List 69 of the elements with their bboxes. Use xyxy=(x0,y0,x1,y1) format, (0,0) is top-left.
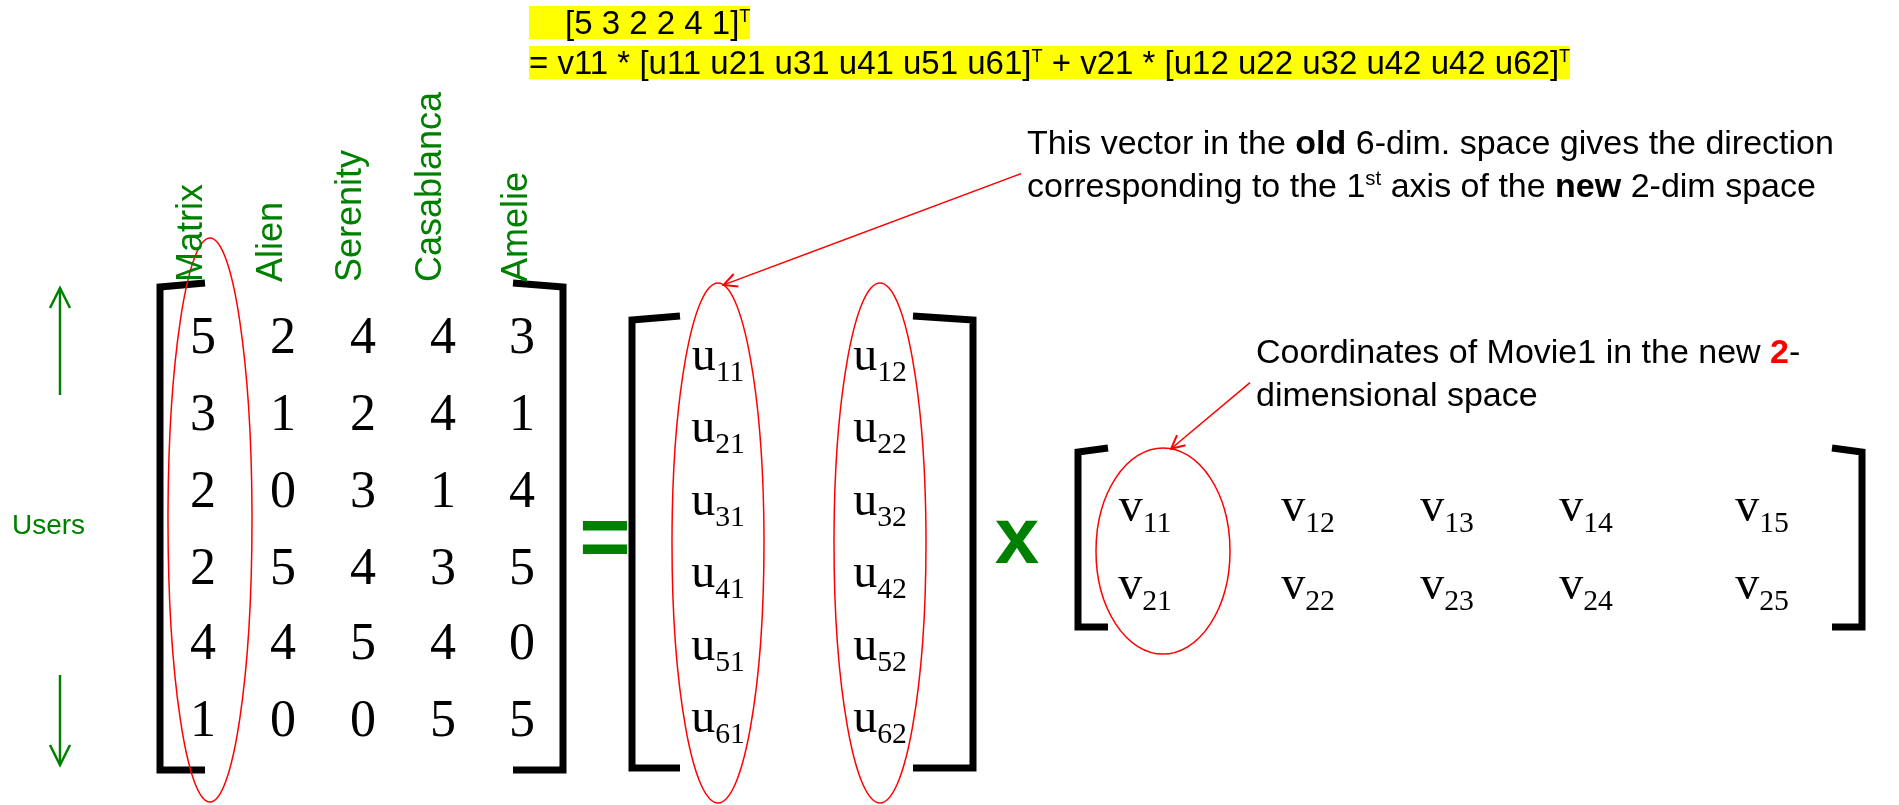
matrix-entry: 4 xyxy=(430,616,456,668)
equation-text: [5 3 2 2 4 1]$^{T}$ xyxy=(529,6,751,39)
matrix-entry: 1 xyxy=(509,387,535,439)
matrix-entry: 3 xyxy=(509,310,535,362)
matrix-entry: 0 xyxy=(509,616,535,668)
highlight-ellipse xyxy=(1095,447,1231,655)
matrix-entry: 4 xyxy=(430,387,456,439)
matrix-entry: 0 xyxy=(270,693,296,745)
matrix-entry: u$_{12}$ xyxy=(853,330,907,386)
matrix-entry: 3 xyxy=(430,541,456,593)
highlight-ellipse xyxy=(833,282,927,804)
matrix-entry: 4 xyxy=(430,310,456,362)
equals-sign: = xyxy=(579,491,631,580)
matrix-entry: 5 xyxy=(350,616,376,668)
matrix-entry: 4 xyxy=(270,616,296,668)
matrix-entry: 2 xyxy=(190,464,216,516)
matrix-entry: v$_{25}$ xyxy=(1735,559,1789,615)
matrix-entry: v$_{24}$ xyxy=(1559,559,1613,615)
equation-text: = v11 * [u11 u21 u31 u41 u51 u61]$^{T}$ + v21 * [u12 u22 u32 u42 u42 u62]$^{T}$ xyxy=(529,46,1571,79)
matrix-entry: 5 xyxy=(190,310,216,362)
multiply-sign: x xyxy=(994,496,1040,576)
matrix-entry: u$_{22}$ xyxy=(853,402,907,458)
matrix-entry: u$_{42}$ xyxy=(853,547,907,603)
column-header: Matrix xyxy=(172,184,208,282)
matrix-entry: u$_{52}$ xyxy=(853,620,907,676)
matrix-entry: v$_{12}$ xyxy=(1281,481,1335,537)
column-header: Casablanca xyxy=(411,91,447,282)
matrix-entry: u$_{21}$ xyxy=(691,402,745,458)
matrix-entry: 0 xyxy=(350,693,376,745)
matrix-entry: v$_{22}$ xyxy=(1281,559,1335,615)
matrix-entry: v$_{15}$ xyxy=(1735,481,1789,537)
matrix-entry: 0 xyxy=(270,464,296,516)
matrix-entry: v$_{23}$ xyxy=(1420,559,1474,615)
matrix-entry: 4 xyxy=(509,464,535,516)
matrix-entry: 2 xyxy=(190,541,216,593)
callout-text: This vector in the old 6-dim. space gives the direction corresponding to the 1$^{st}$ axis of the new 2-dim space xyxy=(1027,121,1889,206)
matrix-entry: u$_{62}$ xyxy=(853,692,907,748)
matrix-entry: u$_{41}$ xyxy=(691,547,745,603)
matrix-entry: u$_{61}$ xyxy=(691,692,745,748)
matrix-entry: u$_{11}$ xyxy=(691,330,745,386)
leader-line xyxy=(722,172,1022,288)
leader-line xyxy=(1170,381,1251,450)
callout-text: Coordinates of Movie1 in the new 2-dimensional space xyxy=(1256,330,1856,415)
highlight-ellipse xyxy=(671,282,765,804)
matrix-entry: u$_{31}$ xyxy=(691,475,745,531)
matrix-entry: 3 xyxy=(350,464,376,516)
matrix-entry: 2 xyxy=(270,310,296,362)
matrix-entry: 5 xyxy=(509,541,535,593)
matrix-entry: 1 xyxy=(190,693,216,745)
matrix-entry: 1 xyxy=(430,464,456,516)
matrix-entry: v$_{14}$ xyxy=(1559,481,1613,537)
row-axis-label: Users xyxy=(12,511,86,539)
matrix-entry: 4 xyxy=(350,310,376,362)
matrix-entry: v$_{11}$ xyxy=(1118,481,1172,537)
matrix-entry: v$_{21}$ xyxy=(1118,559,1172,615)
column-header: Serenity xyxy=(331,149,367,282)
matrix-entry: 5 xyxy=(430,693,456,745)
matrix-entry: 5 xyxy=(509,693,535,745)
matrix-entry: 1 xyxy=(270,387,296,439)
matrix-entry: 5 xyxy=(270,541,296,593)
column-header: Alien xyxy=(252,201,288,282)
matrix-entry: u$_{51}$ xyxy=(691,620,745,676)
column-header: Amelie xyxy=(497,171,533,282)
matrix-entry: u$_{32}$ xyxy=(853,475,907,531)
matrix-entry: 2 xyxy=(350,387,376,439)
matrix-entry: 3 xyxy=(190,387,216,439)
matrix-entry: v$_{13}$ xyxy=(1420,481,1474,537)
matrix-entry: 4 xyxy=(190,616,216,668)
matrix-entry: 4 xyxy=(350,541,376,593)
